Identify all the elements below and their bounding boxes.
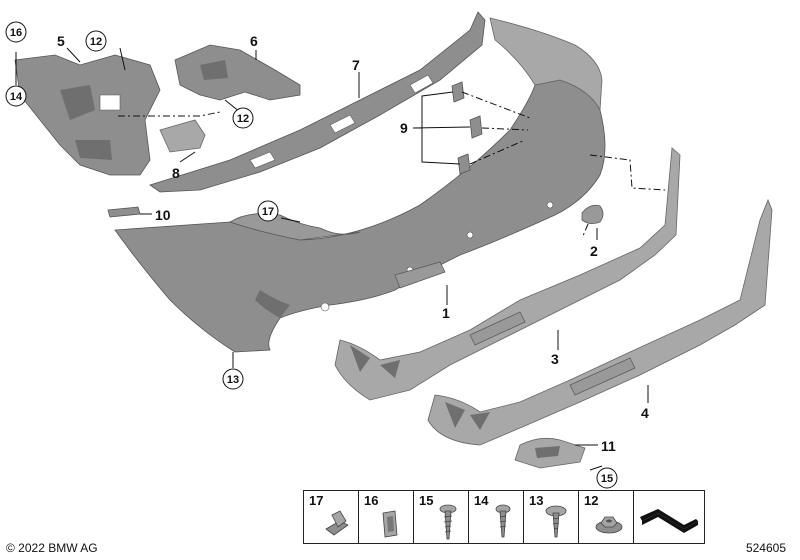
circled-callout-12-b: 12 (232, 107, 254, 129)
svg-text:12: 12 (90, 36, 102, 48)
svg-text:12: 12 (237, 113, 249, 125)
mounting-insert (159, 119, 206, 153)
callout-11: 11 (601, 438, 616, 454)
assembly-lines (118, 91, 666, 191)
legend-item-12: 12 (579, 491, 634, 543)
callout-10: 10 (155, 207, 171, 223)
shim-icon (640, 509, 698, 533)
circled-callout-13: 13 (222, 368, 244, 390)
callout-numbers: 1 2 3 4 5 6 7 8 9 10 11 (57, 33, 649, 454)
callout-6: 6 (250, 33, 258, 49)
circled-callout-14: 14 (5, 85, 27, 107)
circled-callout-17: 17 (257, 200, 279, 222)
copyright-notice: © 2022 BMW AG (6, 541, 98, 555)
bumper-carrier-rail (149, 11, 486, 193)
leader-lines (15, 47, 649, 471)
legend-item-13: 13 (524, 491, 579, 543)
fastener-legend: 17 16 15 14 13 (303, 490, 705, 544)
holder-brackets (451, 81, 483, 175)
circled-callout-15: 15 (596, 467, 618, 489)
svg-text:14: 14 (10, 91, 23, 103)
callout-8: 8 (172, 165, 180, 181)
diagram-number: 524605 (745, 541, 786, 555)
screw-icon (439, 504, 457, 540)
left-bumper-bracket (14, 54, 161, 176)
legend-item-17: 17 (304, 491, 359, 543)
callout-4: 4 (641, 405, 649, 421)
hex-nut-icon (595, 516, 623, 534)
tow-hook-trim (514, 437, 586, 469)
clip-icon (325, 510, 349, 536)
svg-text:17: 17 (262, 206, 274, 218)
circled-callouts: 12 12 13 14 15 16 17 (5, 21, 618, 489)
circled-callout-12-a: 12 (85, 30, 107, 52)
screw-icon (495, 504, 511, 538)
legend-item-15: 15 (414, 491, 469, 543)
nut-clip-icon (382, 510, 398, 538)
legend-item-16: 16 (359, 491, 414, 543)
clip-strip (107, 206, 141, 218)
svg-text:16: 16 (10, 27, 22, 39)
legend-item-14: 14 (469, 491, 524, 543)
callout-9: 9 (400, 120, 408, 136)
svg-text:13: 13 (227, 374, 239, 386)
rear-diffuser-lower (427, 198, 773, 446)
rear-diffuser-upper (334, 147, 681, 401)
flange-screw-icon (545, 505, 567, 538)
circled-callout-16: 16 (5, 21, 27, 43)
rear-bumper-trim-panel (114, 17, 606, 353)
cover-cap (581, 204, 604, 237)
legend-item-shim (634, 491, 704, 543)
callout-3: 3 (551, 351, 559, 367)
upper-mount-bracket (174, 44, 301, 101)
callout-1: 1 (442, 305, 450, 321)
callout-5: 5 (57, 33, 65, 49)
callout-7: 7 (352, 57, 360, 73)
callout-2: 2 (590, 243, 598, 259)
svg-text:15: 15 (601, 473, 613, 485)
